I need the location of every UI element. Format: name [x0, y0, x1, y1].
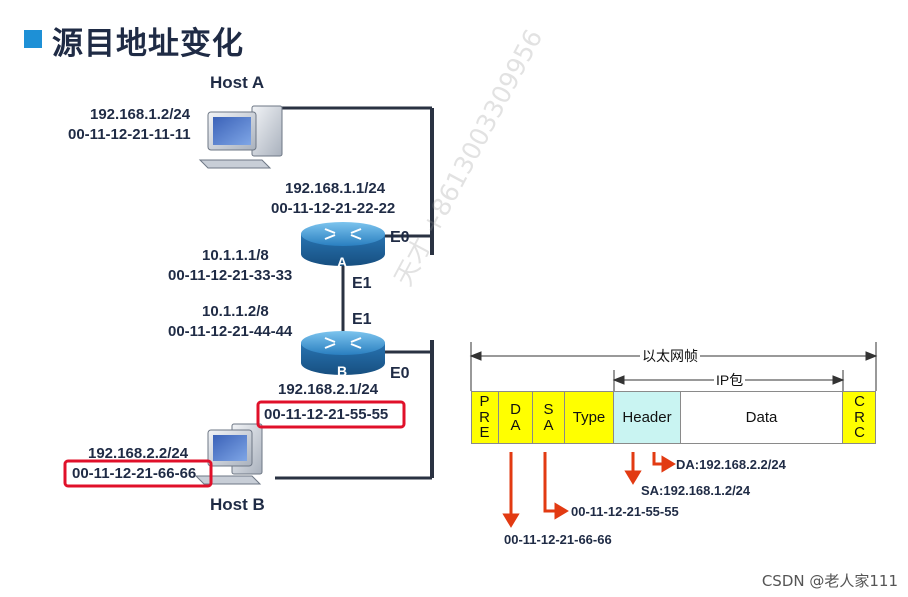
- host-b-mac: 00-11-12-21-66-66: [72, 465, 197, 482]
- host-a-computer-icon: [198, 105, 283, 169]
- router-b-label: B: [337, 363, 348, 379]
- router-b-e0-mac: 00-11-12-21-55-55: [264, 406, 389, 423]
- router-b-e1-mac: 00-11-12-21-44-44: [168, 323, 293, 340]
- host-b-ip: 192.168.2.2/24: [88, 445, 189, 462]
- ip-packet-label: IP包: [714, 372, 746, 388]
- router-b-icon: [301, 331, 385, 375]
- router-a-label: A: [337, 254, 348, 270]
- ip-sa-arrow: [624, 452, 642, 485]
- ip-sa-annotation: SA:192.168.1.2/24: [641, 483, 751, 498]
- frame-field-type: Type: [565, 391, 614, 444]
- segment-bottom-wires: [275, 340, 434, 480]
- da-value-annotation: 00-11-12-21-66-66: [504, 532, 612, 547]
- page-title: 源目地址变化: [52, 26, 244, 62]
- router-a-e0-label: E0: [390, 229, 410, 246]
- footer-credit: CSDN @老人家111: [761, 572, 898, 590]
- frame-field-ip-data: Data: [681, 391, 843, 444]
- router-a-e1-label: E1: [352, 275, 372, 292]
- host-b-mac-highlight: [63, 459, 213, 488]
- router-a-e1-mac: 00-11-12-21-33-33: [168, 267, 293, 284]
- ip-da-arrow: [652, 452, 676, 473]
- host-b-name: Host B: [210, 495, 265, 514]
- router-a-icon: [301, 222, 385, 266]
- title-marker: [24, 30, 42, 48]
- router-b-e0-label: E0: [390, 365, 410, 382]
- router-a-e0-mac: 00-11-12-21-22-22: [271, 200, 396, 217]
- router-b-e1-ip: 10.1.1.2/8: [202, 303, 269, 320]
- sa-value-annotation: 00-11-12-21-55-55: [571, 504, 679, 519]
- da-arrow: [502, 452, 520, 528]
- router-b-e0-mac-highlight: [256, 400, 406, 429]
- host-b-computer-icon: [194, 423, 263, 485]
- router-b-e1-label: E1: [352, 311, 372, 328]
- ethernet-frame-label: 以太网帧: [640, 348, 700, 364]
- router-a-e1-ip: 10.1.1.1/8: [202, 247, 269, 264]
- host-a-mac: 00-11-12-21-11-11: [68, 126, 191, 143]
- frame-field-ip-header: Header: [614, 391, 681, 444]
- router-a-e0-ip: 192.168.1.1/24: [285, 180, 386, 197]
- sa-arrow: [543, 452, 569, 520]
- segment-top-wires: [275, 106, 434, 255]
- host-a-ip: 192.168.1.2/24: [90, 106, 191, 123]
- host-a-name: Host A: [210, 73, 265, 92]
- router-b-e0-ip: 192.168.2.1/24: [278, 381, 379, 398]
- ip-da-annotation: DA:192.168.2.2/24: [676, 457, 786, 472]
